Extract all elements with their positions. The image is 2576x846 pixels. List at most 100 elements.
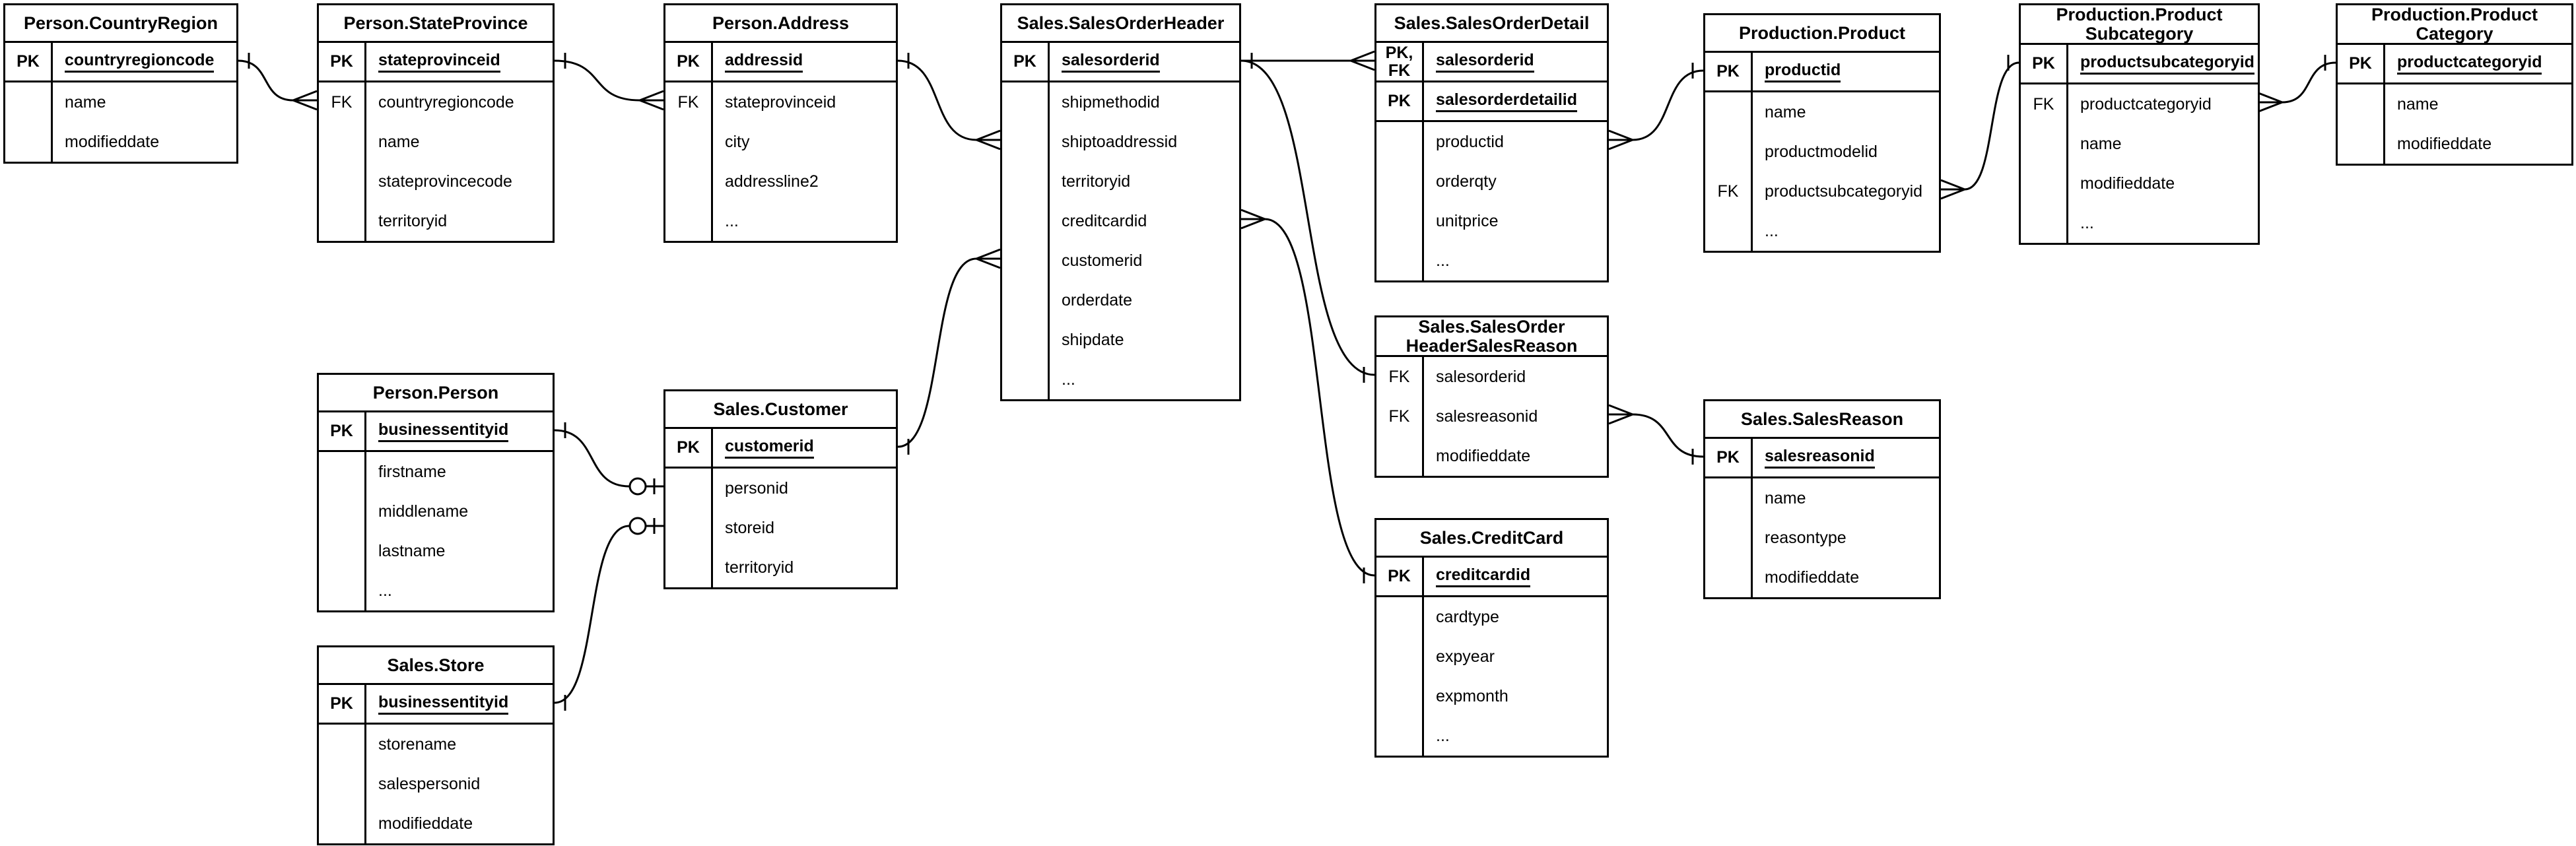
field-name-cell: salesreasonid — [1753, 439, 1939, 476]
key-label — [2338, 124, 2383, 164]
zero-circle-marker — [628, 477, 647, 496]
field-name: ... — [725, 211, 739, 230]
field-row: stateprovincecode — [366, 162, 553, 201]
body-key-column: FK — [2021, 84, 2068, 243]
field-row: shipmethodid — [1050, 82, 1239, 122]
field-name: productid — [1436, 132, 1504, 151]
field-row: expmonth — [1424, 676, 1607, 716]
table-body: productid orderqty unitprice... — [1376, 122, 1607, 280]
field-row: productcategoryid — [2068, 84, 2258, 124]
key-label: PK — [665, 429, 713, 467]
relationship-line — [554, 525, 630, 704]
field-name: businessentityid — [378, 693, 509, 715]
field-row: shiptoaddressid — [1050, 122, 1239, 162]
field-row: name — [53, 82, 236, 122]
relationship-Sales.Store-Sales.Customer — [554, 517, 663, 711]
field-name: modifieddate — [1436, 446, 1531, 465]
field-name-cell: salesorderid — [1050, 43, 1239, 81]
key-label: PK — [1705, 439, 1753, 476]
table-title-line: Sales.SalesReason — [1740, 408, 1904, 429]
key-label — [2021, 203, 2066, 243]
field-name: businessentityid — [378, 420, 509, 442]
relationship-line — [897, 59, 977, 141]
field-name: storename — [378, 734, 457, 754]
cardinality-marker — [907, 53, 1001, 150]
field-row: unitprice — [1424, 201, 1607, 241]
field-name: expyear — [1436, 647, 1495, 666]
table-title: Person.Address — [665, 5, 896, 43]
field-name: modifieddate — [2397, 134, 2492, 153]
relationship-Sales.SalesOrderHeader-Sales.SalesOrderHeaderSalesReason — [1240, 59, 1375, 383]
field-name: name — [1765, 488, 1806, 507]
field-row: productid — [1424, 122, 1607, 162]
field-row: territoryid — [713, 548, 896, 587]
body-key-column — [319, 452, 366, 610]
field-row: lastname — [366, 531, 553, 571]
field-name: shipmethodid — [1062, 92, 1160, 112]
table-title-line: Sales.Customer — [713, 399, 848, 419]
field-row: orderdate — [1050, 280, 1239, 320]
field-name: lastname — [378, 541, 446, 560]
relationship-line — [238, 59, 294, 102]
key-label: FK — [2033, 94, 2054, 114]
table-title-line: Person.CountryRegion — [23, 13, 219, 33]
field-row: countryregioncode — [366, 82, 553, 122]
relationship-Sales.SalesOrderHeader-Sales.CreditCard — [1240, 209, 1375, 583]
field-row: ... — [1424, 716, 1607, 756]
table-title-line: Category — [2416, 23, 2493, 44]
field-row: ... — [1424, 241, 1607, 280]
table-title: Person.Person — [319, 375, 553, 412]
relationship-line — [1632, 413, 1704, 458]
key-label — [1376, 436, 1422, 476]
field-name: modifieddate — [65, 132, 160, 151]
relationship-Sales.SalesOrderHeader-Sales.SalesOrderDetail — [1241, 50, 1375, 71]
relationship-line — [1264, 218, 1375, 577]
field-row: name — [1753, 478, 1939, 518]
cardinality-marker — [1608, 63, 1694, 150]
key-label — [1376, 122, 1422, 162]
field-name: creditcardid — [1436, 566, 1531, 587]
key-label — [319, 725, 364, 764]
relationship-line — [1632, 69, 1704, 141]
key-label — [665, 122, 711, 162]
table-title-line: Subcategory — [2085, 23, 2194, 44]
field-name: firstname — [378, 462, 446, 481]
field-name: productsubcategoryid — [2080, 53, 2254, 75]
body-key-column — [1705, 478, 1753, 597]
field-name: orderqty — [1436, 172, 1497, 191]
table-title: Sales.SalesReason — [1705, 401, 1939, 439]
field-name: territoryid — [725, 558, 794, 577]
field-name-cell: salesorderdetailid — [1424, 82, 1607, 120]
field-name: countryregioncode — [378, 92, 514, 112]
body-key-column: FK — [665, 82, 713, 241]
field-name: ... — [378, 581, 392, 600]
field-name: modifieddate — [2080, 174, 2175, 193]
key-label: PK — [319, 43, 366, 81]
key-label: FK — [331, 92, 353, 112]
